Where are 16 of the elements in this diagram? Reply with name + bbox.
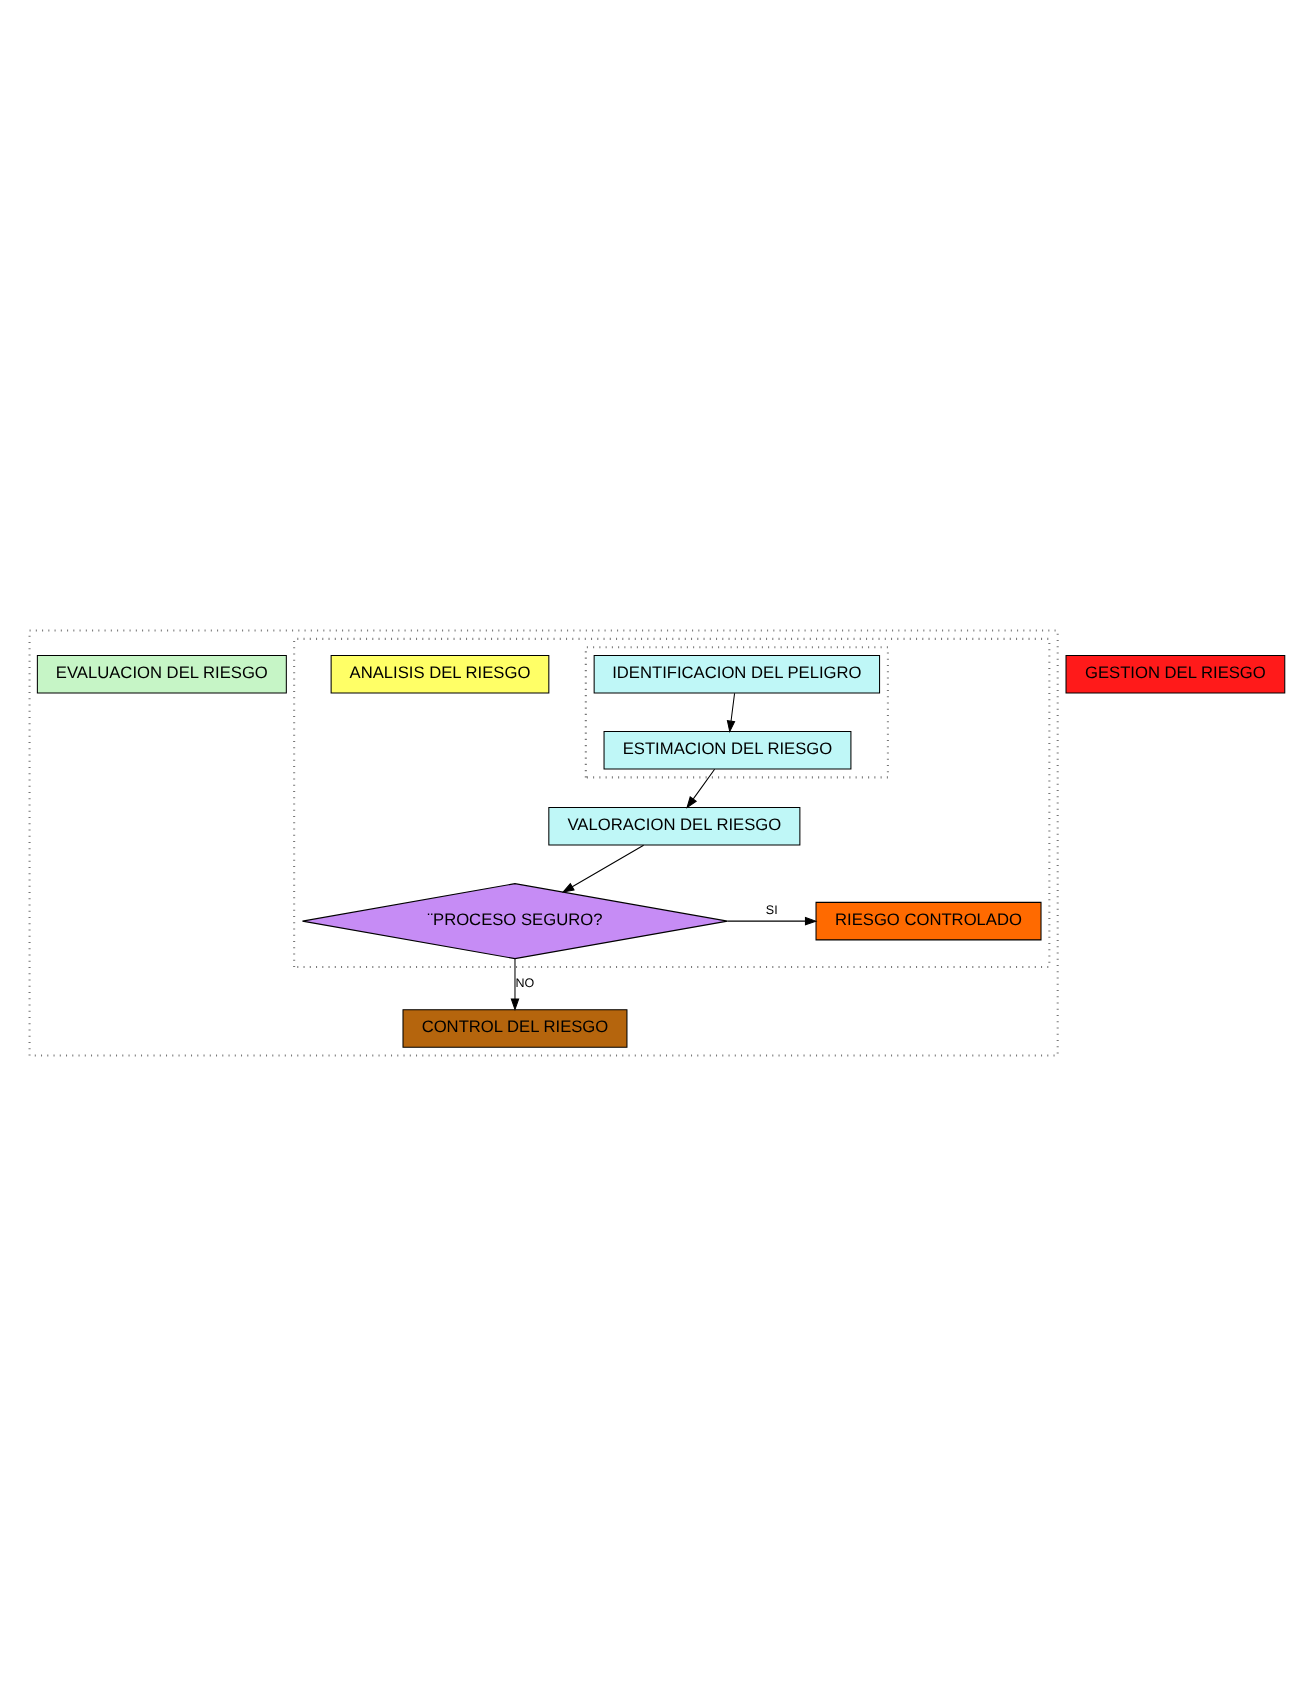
- arrow: [686, 767, 716, 808]
- arrow: [727, 915, 818, 925]
- node-box: ANALISIS DEL RIESGO: [330, 654, 550, 693]
- node-box: CONTROL DEL RIESGO: [402, 1008, 628, 1047]
- node-box: EVALUACION DEL RIESGO: [36, 654, 287, 693]
- node-box: RIESGO CONTROLADO: [815, 900, 1042, 940]
- node-box: IDENTIFICACION DEL PELIGRO: [593, 654, 881, 693]
- cluster: [584, 645, 889, 778]
- arrow: [561, 843, 645, 892]
- cluster: [293, 636, 1051, 967]
- arrow: [510, 957, 520, 1011]
- cluster: [28, 628, 1059, 1056]
- node-box: ESTIMACION DEL RIESGO: [603, 730, 852, 769]
- node-box: VALORACION DEL RIESGO: [548, 806, 801, 845]
- node-box: GESTION DEL RIESGO: [1065, 654, 1286, 693]
- arrow: [726, 691, 736, 733]
